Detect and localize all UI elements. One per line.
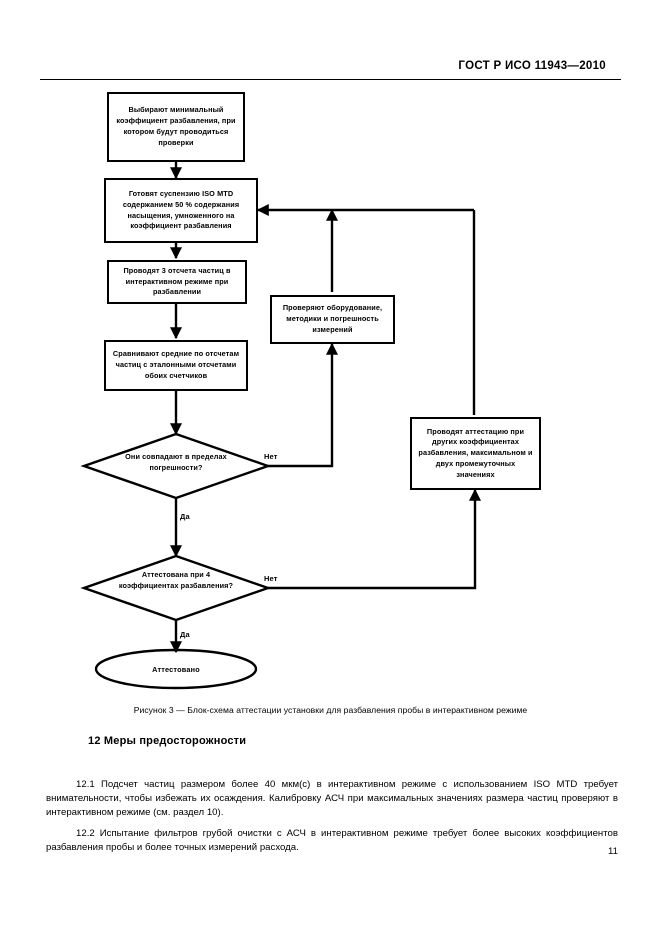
page-title: ГОСТ Р ИСО 11943—2010 [458,60,606,72]
paragraph-12-2-text: 12.2 Испытание фильтров грубой очистки с… [46,827,618,853]
box-prepare-suspension: Готовят суспензию ISO MTD содержанием 50… [104,178,258,243]
terminator-qualified: Аттестовано [152,665,200,674]
paragraph-12-2: 12.2 Испытание фильтров грубой очистки с… [46,827,618,855]
flowchart-diagram: Выбирают минимальный коэффициент разбавл… [80,92,541,690]
box-other-ratios: Проводят аттестацию при других коэффицие… [410,417,541,490]
box-three-counts: Проводят 3 отсчета частиц в интерактивно… [107,260,247,304]
figure-caption: Рисунок 3 — Блок-схема аттестации устано… [133,705,528,715]
paragraph-12-1-text: 12.1 Подсчет частиц размером более 40 мк… [46,778,618,818]
page-number: 11 [608,846,618,857]
paragraph-12-1: 12.1 Подсчет частиц размером более 40 мк… [46,778,618,820]
flowchart-connectors [80,162,481,690]
box-check-equipment: Проверяют оборудование, методики и погре… [270,295,395,344]
edge-label-yes-1: Да [180,512,190,521]
edge-label-yes-2: Да [180,630,190,639]
edge-label-no-2: Нет [264,574,278,583]
box-compare-averages: Сравнивают средние по отсчетам частиц с … [104,340,248,391]
box-select-dilution-ratio: Выбирают минимальный коэффициент разбавл… [107,92,245,162]
edge-label-no-1: Нет [264,452,278,461]
section-heading: 12 Меры предосторожности [88,735,247,747]
header-divider [40,79,621,80]
